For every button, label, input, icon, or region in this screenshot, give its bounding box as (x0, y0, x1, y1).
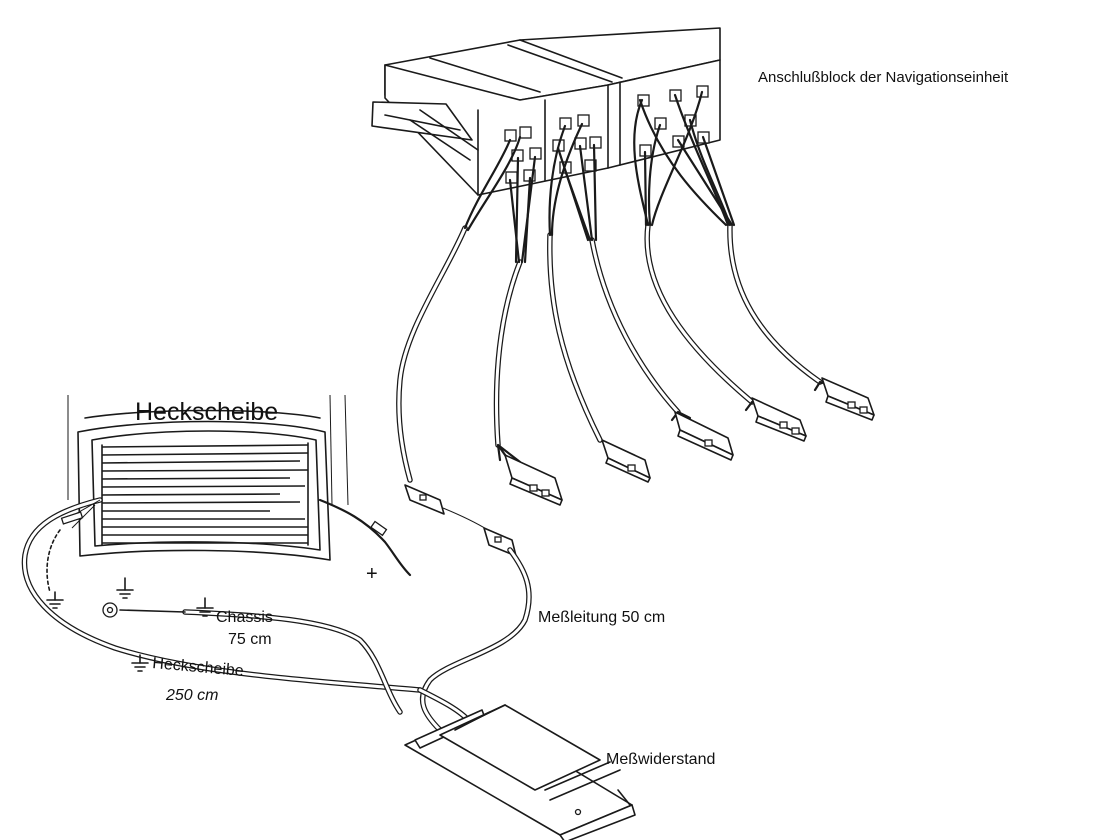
rear-window (67, 394, 412, 577)
plug-6 (813, 377, 875, 421)
measuring-resistor (404, 704, 636, 840)
connector-block (371, 27, 721, 196)
plug-5 (744, 397, 807, 442)
plus-sign: + (366, 563, 378, 585)
rear-window-ground-label: Heckscheibe (152, 655, 245, 680)
chassis-length-label: 75 cm (228, 631, 272, 648)
plug-3 (601, 439, 651, 483)
connector-block-label: Anschlußblock der Navigationseinheit (758, 69, 1009, 86)
plug-connectors (404, 377, 875, 557)
plug-2 (496, 443, 563, 506)
heater-grid (101, 444, 309, 544)
rear-window-title: Heckscheibe (135, 398, 278, 426)
plug-4 (670, 410, 734, 461)
ground-symbol-icon (46, 591, 64, 609)
ground-symbol-icon (116, 577, 134, 599)
ground-symbol-icon (196, 597, 214, 617)
rear-window-length-label: 250 cm (165, 687, 218, 704)
labels: Anschlußblock der Navigationseinheit Hec… (135, 69, 1009, 768)
measuring-lead-label: Meßleitung 50 cm (538, 609, 665, 626)
harness-cables (396, 90, 823, 483)
inline-connector (404, 484, 517, 557)
chassis-label: Chassis (216, 609, 273, 626)
ground-symbol-icon (131, 654, 149, 672)
measuring-resistor-label: Meßwiderstand (606, 751, 715, 768)
